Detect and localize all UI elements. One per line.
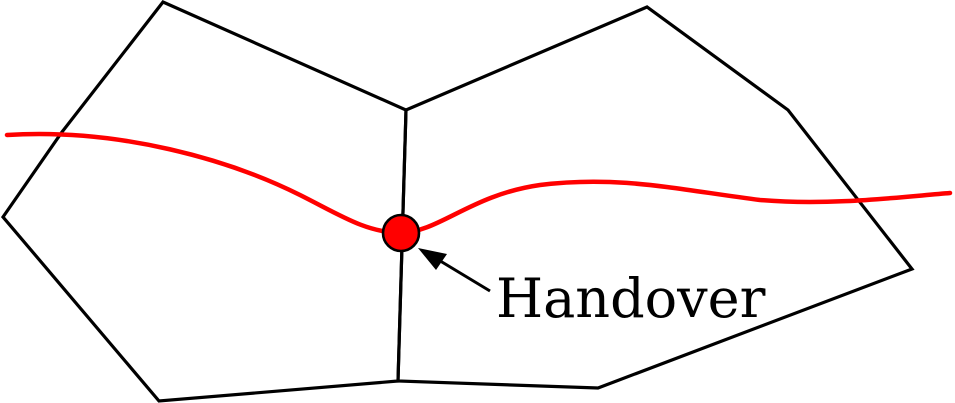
- handover-point: [381, 213, 421, 253]
- right-cell: [396, 5, 915, 390]
- trajectory-curve: [4, 131, 953, 236]
- handover-label: Handover: [496, 267, 766, 330]
- handover-pointer-arrowhead: [418, 248, 447, 270]
- handover-pointer-line: [431, 254, 491, 293]
- left-cell: [0, 0, 408, 403]
